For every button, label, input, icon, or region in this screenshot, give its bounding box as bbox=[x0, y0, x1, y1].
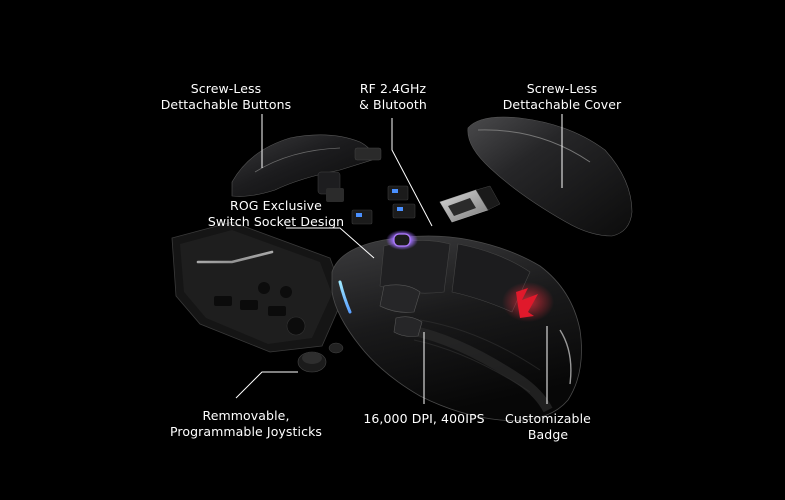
callout-switch-socket-line1: ROG Exclusive bbox=[230, 198, 322, 213]
leader-lines bbox=[235, 114, 563, 404]
callout-wireless-line2: & Blutooth bbox=[359, 97, 427, 112]
callout-badge: Customizable Badge bbox=[498, 411, 598, 443]
callout-detachable-cover: Screw-Less Dettachable Cover bbox=[494, 81, 630, 113]
switch-socket-parts bbox=[351, 185, 416, 225]
callout-dpi: 16,000 DPI, 400IPS bbox=[360, 411, 488, 427]
joystick-tray bbox=[171, 221, 345, 353]
callout-dpi-line1: 16,000 DPI, 400IPS bbox=[363, 411, 485, 426]
callout-joysticks: Remmovable, Programmable Joysticks bbox=[164, 408, 328, 440]
mouse-body bbox=[331, 230, 582, 421]
callout-switch-socket-line2: Switch Socket Design bbox=[207, 214, 345, 229]
detachable-cover-part bbox=[467, 116, 633, 237]
usb-dongle bbox=[439, 185, 501, 223]
callout-badge-line1: Customizable bbox=[505, 411, 591, 426]
callout-detachable-buttons-line1: Screw-Less bbox=[190, 81, 262, 96]
detachable-buttons-part bbox=[231, 134, 382, 202]
callout-wireless: RF 2.4GHz & Blutooth bbox=[350, 81, 436, 113]
callout-detachable-cover-line1: Screw-Less bbox=[526, 81, 598, 96]
callout-joysticks-line2: Programmable Joysticks bbox=[169, 424, 323, 439]
callout-joysticks-line1: Remmovable, bbox=[202, 408, 290, 423]
callout-switch-socket: ROG Exclusive Switch Socket Design bbox=[202, 198, 350, 230]
rog-logo bbox=[516, 288, 538, 318]
callout-detachable-cover-line2: Dettachable Cover bbox=[502, 97, 622, 112]
callout-detachable-buttons: Screw-Less Dettachable Buttons bbox=[158, 81, 294, 113]
callout-wireless-line1: RF 2.4GHz bbox=[359, 81, 427, 96]
callout-detachable-buttons-line2: Dettachable Buttons bbox=[160, 97, 292, 112]
callout-badge-line2: Badge bbox=[527, 427, 569, 442]
